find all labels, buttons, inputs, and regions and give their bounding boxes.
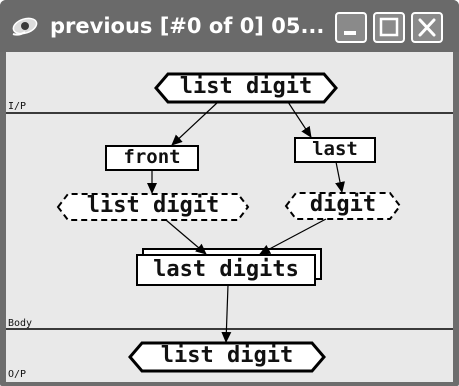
edge-last-digits-to-output <box>221 284 232 343</box>
title-bar[interactable]: previous [#0 of 0] 05... <box>0 0 459 52</box>
minimize-button[interactable] <box>335 12 367 43</box>
edge-digit-to-last-digits <box>259 218 327 255</box>
output-section-label: O/P <box>8 369 27 380</box>
close-icon <box>418 18 436 37</box>
maximize-button[interactable] <box>373 12 405 43</box>
edge-input-to-front <box>171 101 219 146</box>
last-digits-node-label[interactable]: last digits <box>153 257 299 282</box>
last-digits-node-shape <box>136 254 316 286</box>
list-digit-node-shape <box>56 193 250 221</box>
maximize-icon <box>379 17 399 37</box>
list-digit-node-label[interactable]: list digit <box>86 193 220 218</box>
input-node-shape <box>154 72 338 104</box>
minimize-icon <box>344 31 356 35</box>
edge-list-digit-to-last-digits <box>165 219 207 255</box>
body-section-label: Body <box>8 318 33 329</box>
last-node-shape <box>294 137 376 163</box>
eye-app-icon <box>11 14 41 38</box>
input-node-label[interactable]: list digit <box>179 74 313 99</box>
front-node-shape <box>105 145 199 171</box>
diagram-canvas: I/P Body O/P list digit front last list … <box>6 52 453 382</box>
input-section-label: I/P <box>8 101 27 112</box>
output-node-label[interactable]: list digit <box>160 343 294 368</box>
edge-last-to-digit <box>335 161 345 193</box>
digit-node-shape <box>284 192 402 220</box>
diagram-graphics <box>6 72 453 373</box>
digit-node-label[interactable]: digit <box>309 192 377 217</box>
last-node-label[interactable]: last <box>312 138 358 160</box>
edge-input-to-last <box>287 101 312 138</box>
output-node-shape <box>128 341 326 373</box>
window-title: previous [#0 of 0] 05... <box>50 14 325 38</box>
front-node-label[interactable]: front <box>123 146 181 168</box>
close-button[interactable] <box>411 12 443 43</box>
